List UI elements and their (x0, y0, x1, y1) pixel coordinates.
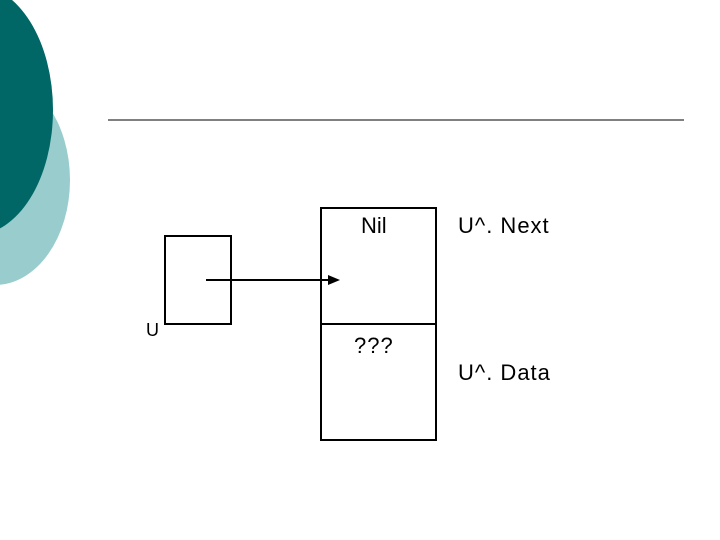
node-bottom-cell-value: ??? (354, 333, 394, 358)
corner-decoration (0, 0, 70, 285)
node-top-cell-value: Nil (361, 213, 387, 238)
node-bottom-cell (320, 323, 437, 441)
next-field-label: U^. Next (458, 213, 550, 238)
pointer-arrowhead (328, 275, 340, 285)
data-field-label: U^. Data (458, 360, 551, 385)
dark-teal-circle (0, 0, 53, 229)
pointer-variable-label: U (146, 320, 159, 340)
